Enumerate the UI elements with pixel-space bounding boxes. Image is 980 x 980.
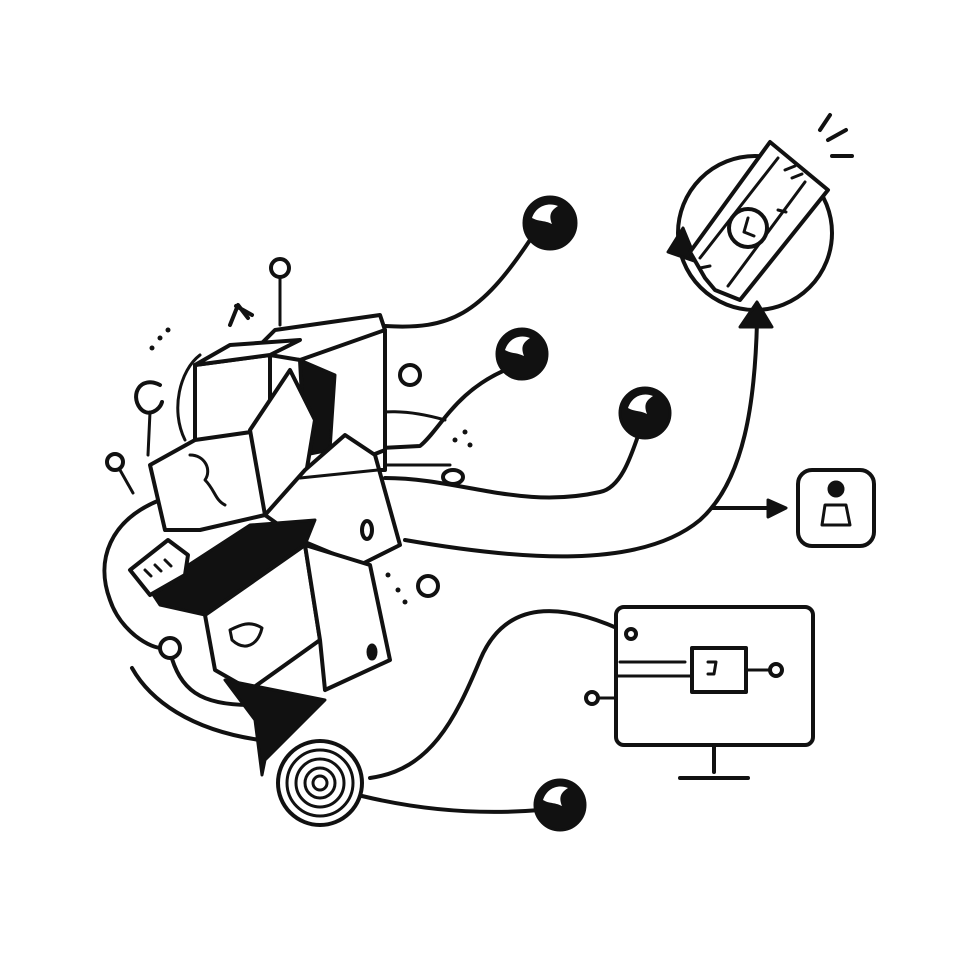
flow-port-right bbox=[768, 662, 784, 678]
box-top-left-lid bbox=[193, 338, 302, 367]
user-arrow-tip bbox=[766, 498, 788, 519]
small-ring-lower bbox=[416, 574, 440, 598]
flow-node bbox=[690, 646, 748, 694]
banknote-hatch bbox=[698, 164, 804, 270]
spark-lines bbox=[818, 113, 854, 158]
node-dot-icon bbox=[522, 195, 578, 251]
node-dot-icon bbox=[495, 327, 549, 381]
pin-stem-left bbox=[118, 468, 135, 495]
connector-line-clock bbox=[403, 320, 759, 559]
left-swoosh-inner bbox=[168, 650, 252, 707]
monitor-flowchart-icon bbox=[584, 605, 815, 780]
box-lower-side bbox=[303, 543, 392, 692]
left-swoosh-arc bbox=[176, 353, 202, 442]
arrow-pointer-icon bbox=[228, 303, 254, 327]
pin-head-bottom bbox=[158, 636, 182, 660]
user-card bbox=[796, 468, 876, 548]
decorative-pins bbox=[105, 257, 473, 660]
connector-line-top bbox=[383, 238, 532, 329]
box-lower-spot bbox=[366, 643, 378, 661]
box-lower-drop bbox=[228, 622, 264, 648]
pin-head-top bbox=[269, 257, 291, 279]
flow-port-left bbox=[584, 690, 600, 706]
node-dot-icon bbox=[533, 778, 587, 832]
connector-line-monitor bbox=[368, 609, 632, 780]
left-swoosh-lower bbox=[130, 666, 262, 742]
small-ring-mid bbox=[441, 468, 465, 486]
connector-line-third bbox=[383, 428, 642, 500]
clock-hands bbox=[742, 216, 756, 238]
user-head bbox=[827, 480, 845, 498]
sparkle-dots bbox=[149, 327, 473, 605]
box-middle-front bbox=[148, 428, 267, 532]
flow-port-top bbox=[624, 627, 638, 641]
target-icon bbox=[276, 739, 364, 827]
cycle-arrow-bottom bbox=[738, 300, 774, 329]
box-lower-front bbox=[203, 543, 322, 692]
stacked-boxes-icon bbox=[128, 313, 402, 777]
pin-head-left bbox=[105, 452, 125, 472]
flow-node-glyph bbox=[706, 660, 718, 676]
box-right-mid-hole bbox=[360, 519, 374, 541]
node-dots bbox=[495, 195, 672, 832]
clock-face bbox=[727, 207, 769, 249]
connector-line-bottom bbox=[360, 794, 542, 814]
code-box-glyph bbox=[143, 558, 173, 578]
connector-line-second bbox=[378, 366, 512, 450]
user-body bbox=[820, 503, 852, 527]
clock-banknote-icon bbox=[666, 113, 854, 329]
cone-shape bbox=[223, 678, 327, 777]
left-swoosh-outer bbox=[102, 498, 167, 651]
flow-lines bbox=[596, 660, 772, 700]
box-right-mid-edge bbox=[298, 468, 380, 480]
ring-c-icon bbox=[134, 380, 164, 415]
node-dot-icon bbox=[618, 386, 672, 440]
box-middle-face-doodle bbox=[188, 453, 227, 507]
small-ring-upper bbox=[398, 363, 422, 387]
user-profile-icon bbox=[766, 468, 876, 548]
ring-c-stem bbox=[146, 410, 152, 457]
